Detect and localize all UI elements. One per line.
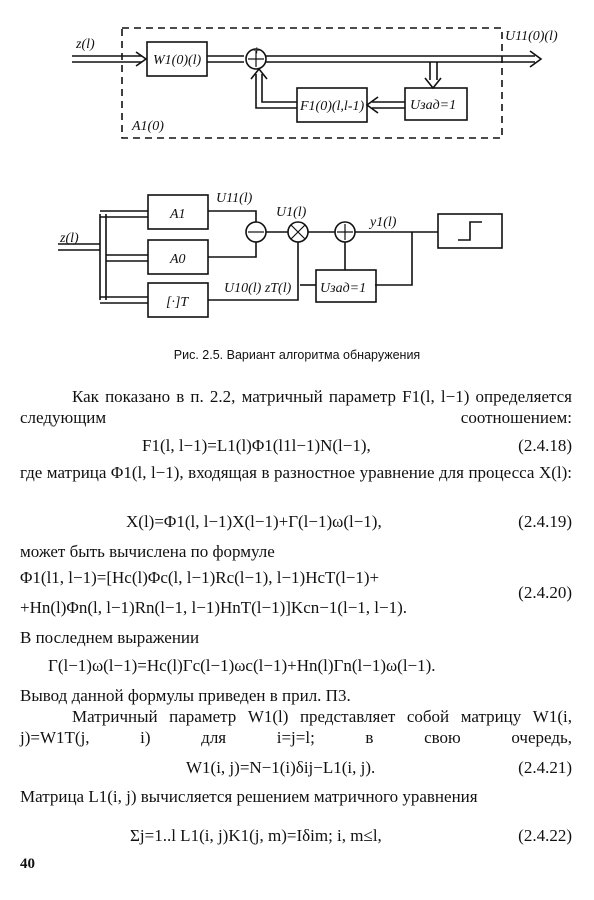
d2-t-label: [·]T [166, 295, 189, 310]
d2-y1-label: y1(l) [368, 215, 397, 230]
equation-2-4-20-line2: +Hn(l)Φn(l, l−1)Rn(l−1, l−1)HnT(l−1)]Kcn… [20, 598, 408, 617]
equation-2-4-20-line1: Φ1(l1, l−1)=[Hc(l)Φc(l, l−1)Rc(l−1), l−1… [20, 568, 380, 587]
u-block-1 [404, 87, 468, 121]
eq-number-2-4-21: (2.4.21) [518, 758, 572, 777]
equation-2-4-22: Σj=1..l L1(i, j)K1(j, m)=Iδim; i, m≤l, [130, 826, 382, 845]
a1-block [147, 194, 209, 230]
d1-w-label: W1(0)(l) [153, 53, 202, 68]
d2-u10-label: U10(l) zT(l) [224, 281, 292, 296]
d2-a1-label: A1 [169, 207, 186, 222]
d1-f-label: F1(0)(l,l-1) [299, 99, 364, 114]
sum-node-1 [245, 48, 267, 70]
paragraph-6: Матричный параметр W1(l) представляет со… [20, 707, 572, 747]
threshold-block [437, 213, 503, 249]
d2-input-label: z(l) [59, 231, 79, 246]
d1-corner-label: A1(0) [131, 119, 164, 134]
f-block [296, 87, 368, 123]
d1-input-label: z(l) [75, 37, 95, 52]
equation-gamma: Γ(l−1)ω(l−1)=Hc(l)Γc(l−1)ωc(l−1)+Hn(l)Γn… [48, 656, 436, 675]
paragraph-4: В последнем выражении [20, 628, 200, 647]
d1-u-label: Uзад=1 [410, 98, 456, 113]
eq-number-2-4-20: (2.4.20) [518, 583, 572, 602]
d1-plus: + [252, 44, 261, 59]
d2-a0-label: A0 [169, 252, 186, 267]
block-diagram-top: z(l) W1(0)(l) + U11(0)(l) Uзад=1 F1(0)(l… [58, 27, 558, 318]
d1-output-label: U11(0)(l) [505, 29, 558, 44]
dashed-frame [121, 27, 503, 139]
paragraph-7: Матрица L1(i, j) вычисляется решением ма… [20, 787, 478, 806]
eq-number-2-4-22: (2.4.22) [518, 826, 572, 845]
u-block-2 [315, 269, 377, 303]
equation-2-4-21: W1(i, j)=N−1(i)δij−L1(i, j). [186, 758, 376, 777]
paragraph-5: Вывод данной формулы приведен в прил. П3… [20, 686, 351, 705]
figure-caption: Рис. 2.5. Вариант алгоритма обнаружения [173, 348, 421, 362]
eq-number-2-4-18: (2.4.18) [518, 436, 572, 455]
paragraph-1: Как показано в п. 2.2, матричный парамет… [20, 387, 572, 427]
w-block [146, 41, 208, 77]
equation-2-4-19: X(l)=Φ1(l, l−1)X(l−1)+Γ(l−1)ω(l−1), [126, 512, 382, 531]
eq-number-2-4-19: (2.4.19) [518, 512, 572, 531]
page-number: 40 [20, 856, 35, 872]
paragraph-3: может быть вычислена по формуле [20, 542, 275, 561]
equation-2-4-18: F1(l, l−1)=L1(l)Φ1(l1l−1)N(l−1), [142, 436, 371, 455]
d2-u-label: Uзад=1 [320, 281, 366, 296]
d2-u11-label: U11(l) [216, 191, 253, 206]
paragraph-2: где матрица Φ1(l, l−1), входящая в разно… [20, 463, 572, 482]
d2-u1-label: U1(l) [276, 205, 307, 220]
